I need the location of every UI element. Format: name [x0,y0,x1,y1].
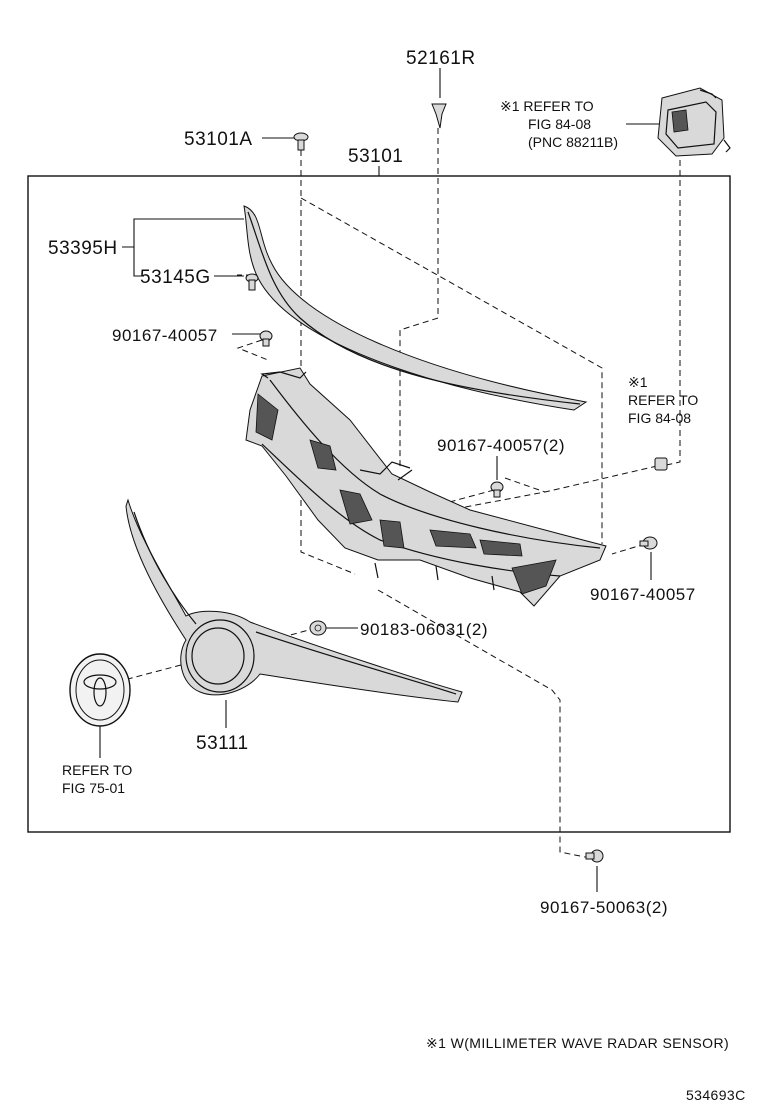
label-53395H: 53395H [48,238,118,259]
ref-radar-top-line3: (PNC 88211B) [528,134,618,150]
label-53101A: 53101A [184,129,253,150]
label-90167-40057-left: 90167-40057 [112,326,218,345]
emblem [69,653,131,727]
bolt-90167-40057-left [259,330,273,347]
footnote: ※1 W(MILLIMETER WAVE RADAR SENSOR) [426,1035,729,1051]
ref-radar-side-line1: ※1 [628,374,648,390]
ref-emblem-line1: REFER TO [62,762,132,778]
leader-lines [99,68,660,892]
main-grille-frame [245,367,607,607]
label-53101: 53101 [348,146,403,167]
dashed-leaders [123,128,681,859]
label-90183-06031-2: 90183-06031(2) [360,620,488,639]
nut-90183-06031 [309,620,327,636]
ref-radar-top-line1: ※1 REFER TO [500,98,594,114]
label-53111: 53111 [196,733,249,754]
ref-radar-side-line2: REFER TO [628,392,698,408]
clip-53145G [245,273,259,291]
radar-sensor [657,87,731,157]
radar-bracket-clip [654,457,668,471]
lower-grille-molding [125,498,463,703]
ref-emblem-line2: FIG 75-01 [62,780,125,796]
figure-id: 534693C [686,1087,746,1103]
label-90167-50063-2: 90167-50063(2) [540,898,668,917]
bolt-90167-40057-right [639,536,658,550]
bolt-90167-50063 [585,849,604,863]
label-90167-40057-right: 90167-40057 [590,585,696,604]
clip-53101A [293,132,309,151]
label-52161R: 52161R [406,48,476,69]
ref-radar-side: ※1 REFER TO FIG 84-08 [628,374,698,426]
label-53145G: 53145G [140,267,211,288]
bolt-90167-40057-center [490,481,504,498]
label-90167-40057-2: 90167-40057(2) [437,436,565,455]
ref-radar-side-line3: FIG 84-08 [628,410,691,426]
ref-radar-top-line2: FIG 84-08 [528,116,591,132]
clip-52161R [431,103,447,129]
ref-emblem: REFER TO FIG 75-01 [62,762,132,796]
ref-radar-top: ※1 REFER TO FIG 84-08 (PNC 88211B) [500,98,618,150]
